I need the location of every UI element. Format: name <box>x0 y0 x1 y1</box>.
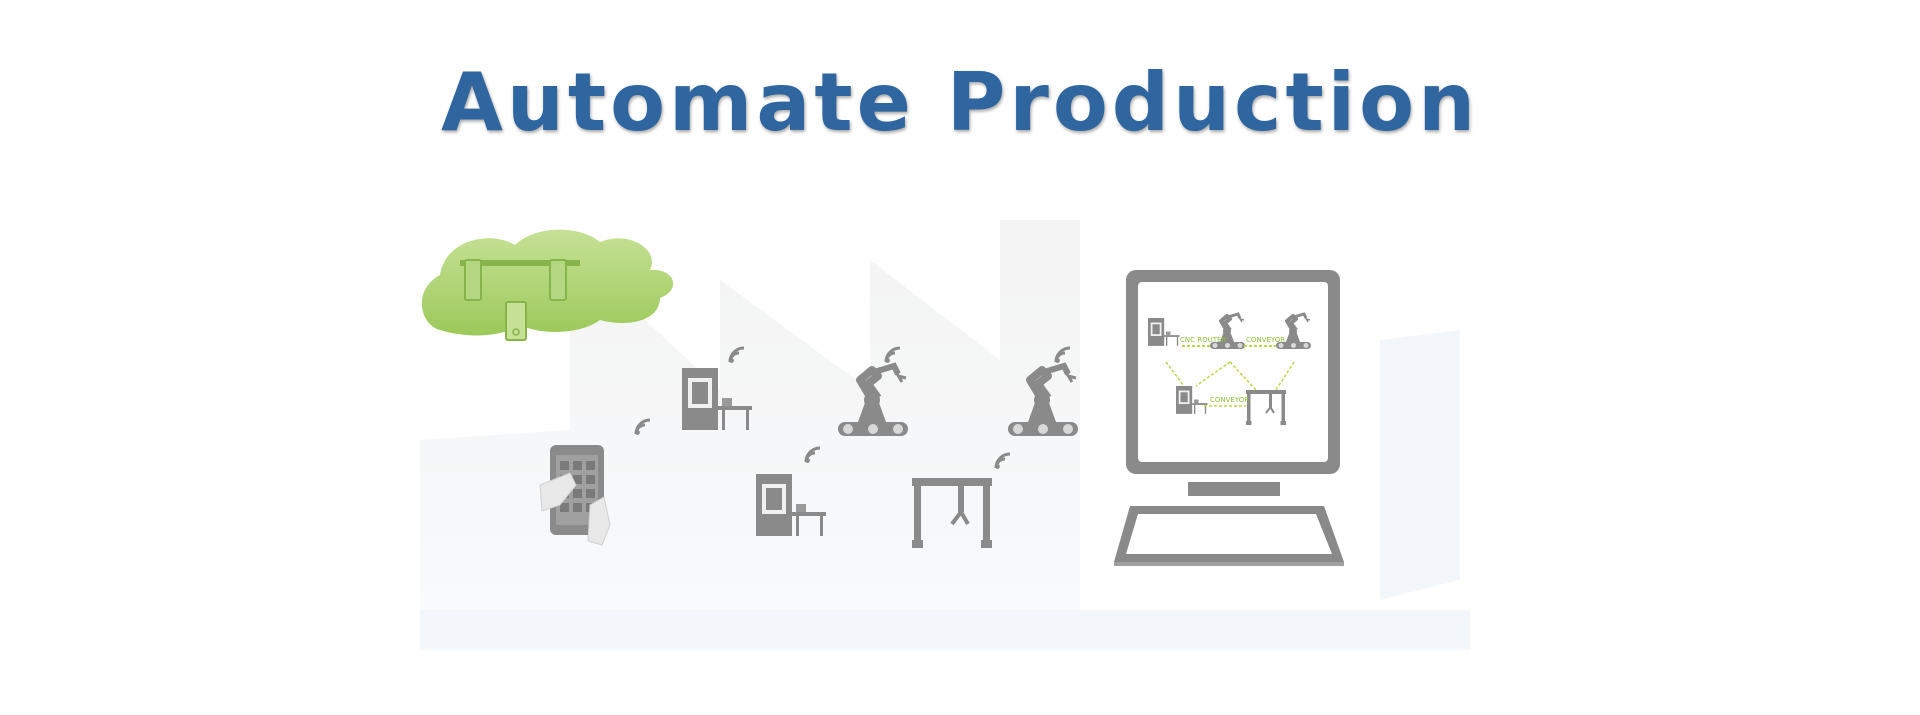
screen-label: CONVEYOR <box>1246 336 1285 344</box>
screen-label: CNC ROUTER <box>1180 336 1226 344</box>
page-title: Automate Production <box>440 56 1480 149</box>
computer-monitor-icon: CNC ROUTER CONVEYOR CONVEYOR <box>1126 270 1340 496</box>
cloud-icon <box>421 229 674 341</box>
tablet-icon <box>539 445 611 546</box>
screen-label: CONVEYOR <box>1210 396 1249 404</box>
screen-diagram: CNC ROUTER CONVEYOR CONVEYOR <box>1148 312 1313 426</box>
keyboard-icon <box>1114 506 1344 566</box>
factory-illustration: CNC ROUTER CONVEYOR CONVEYOR <box>420 220 1480 650</box>
factory-svg: CNC ROUTER CONVEYOR CONVEYOR <box>420 220 1470 650</box>
